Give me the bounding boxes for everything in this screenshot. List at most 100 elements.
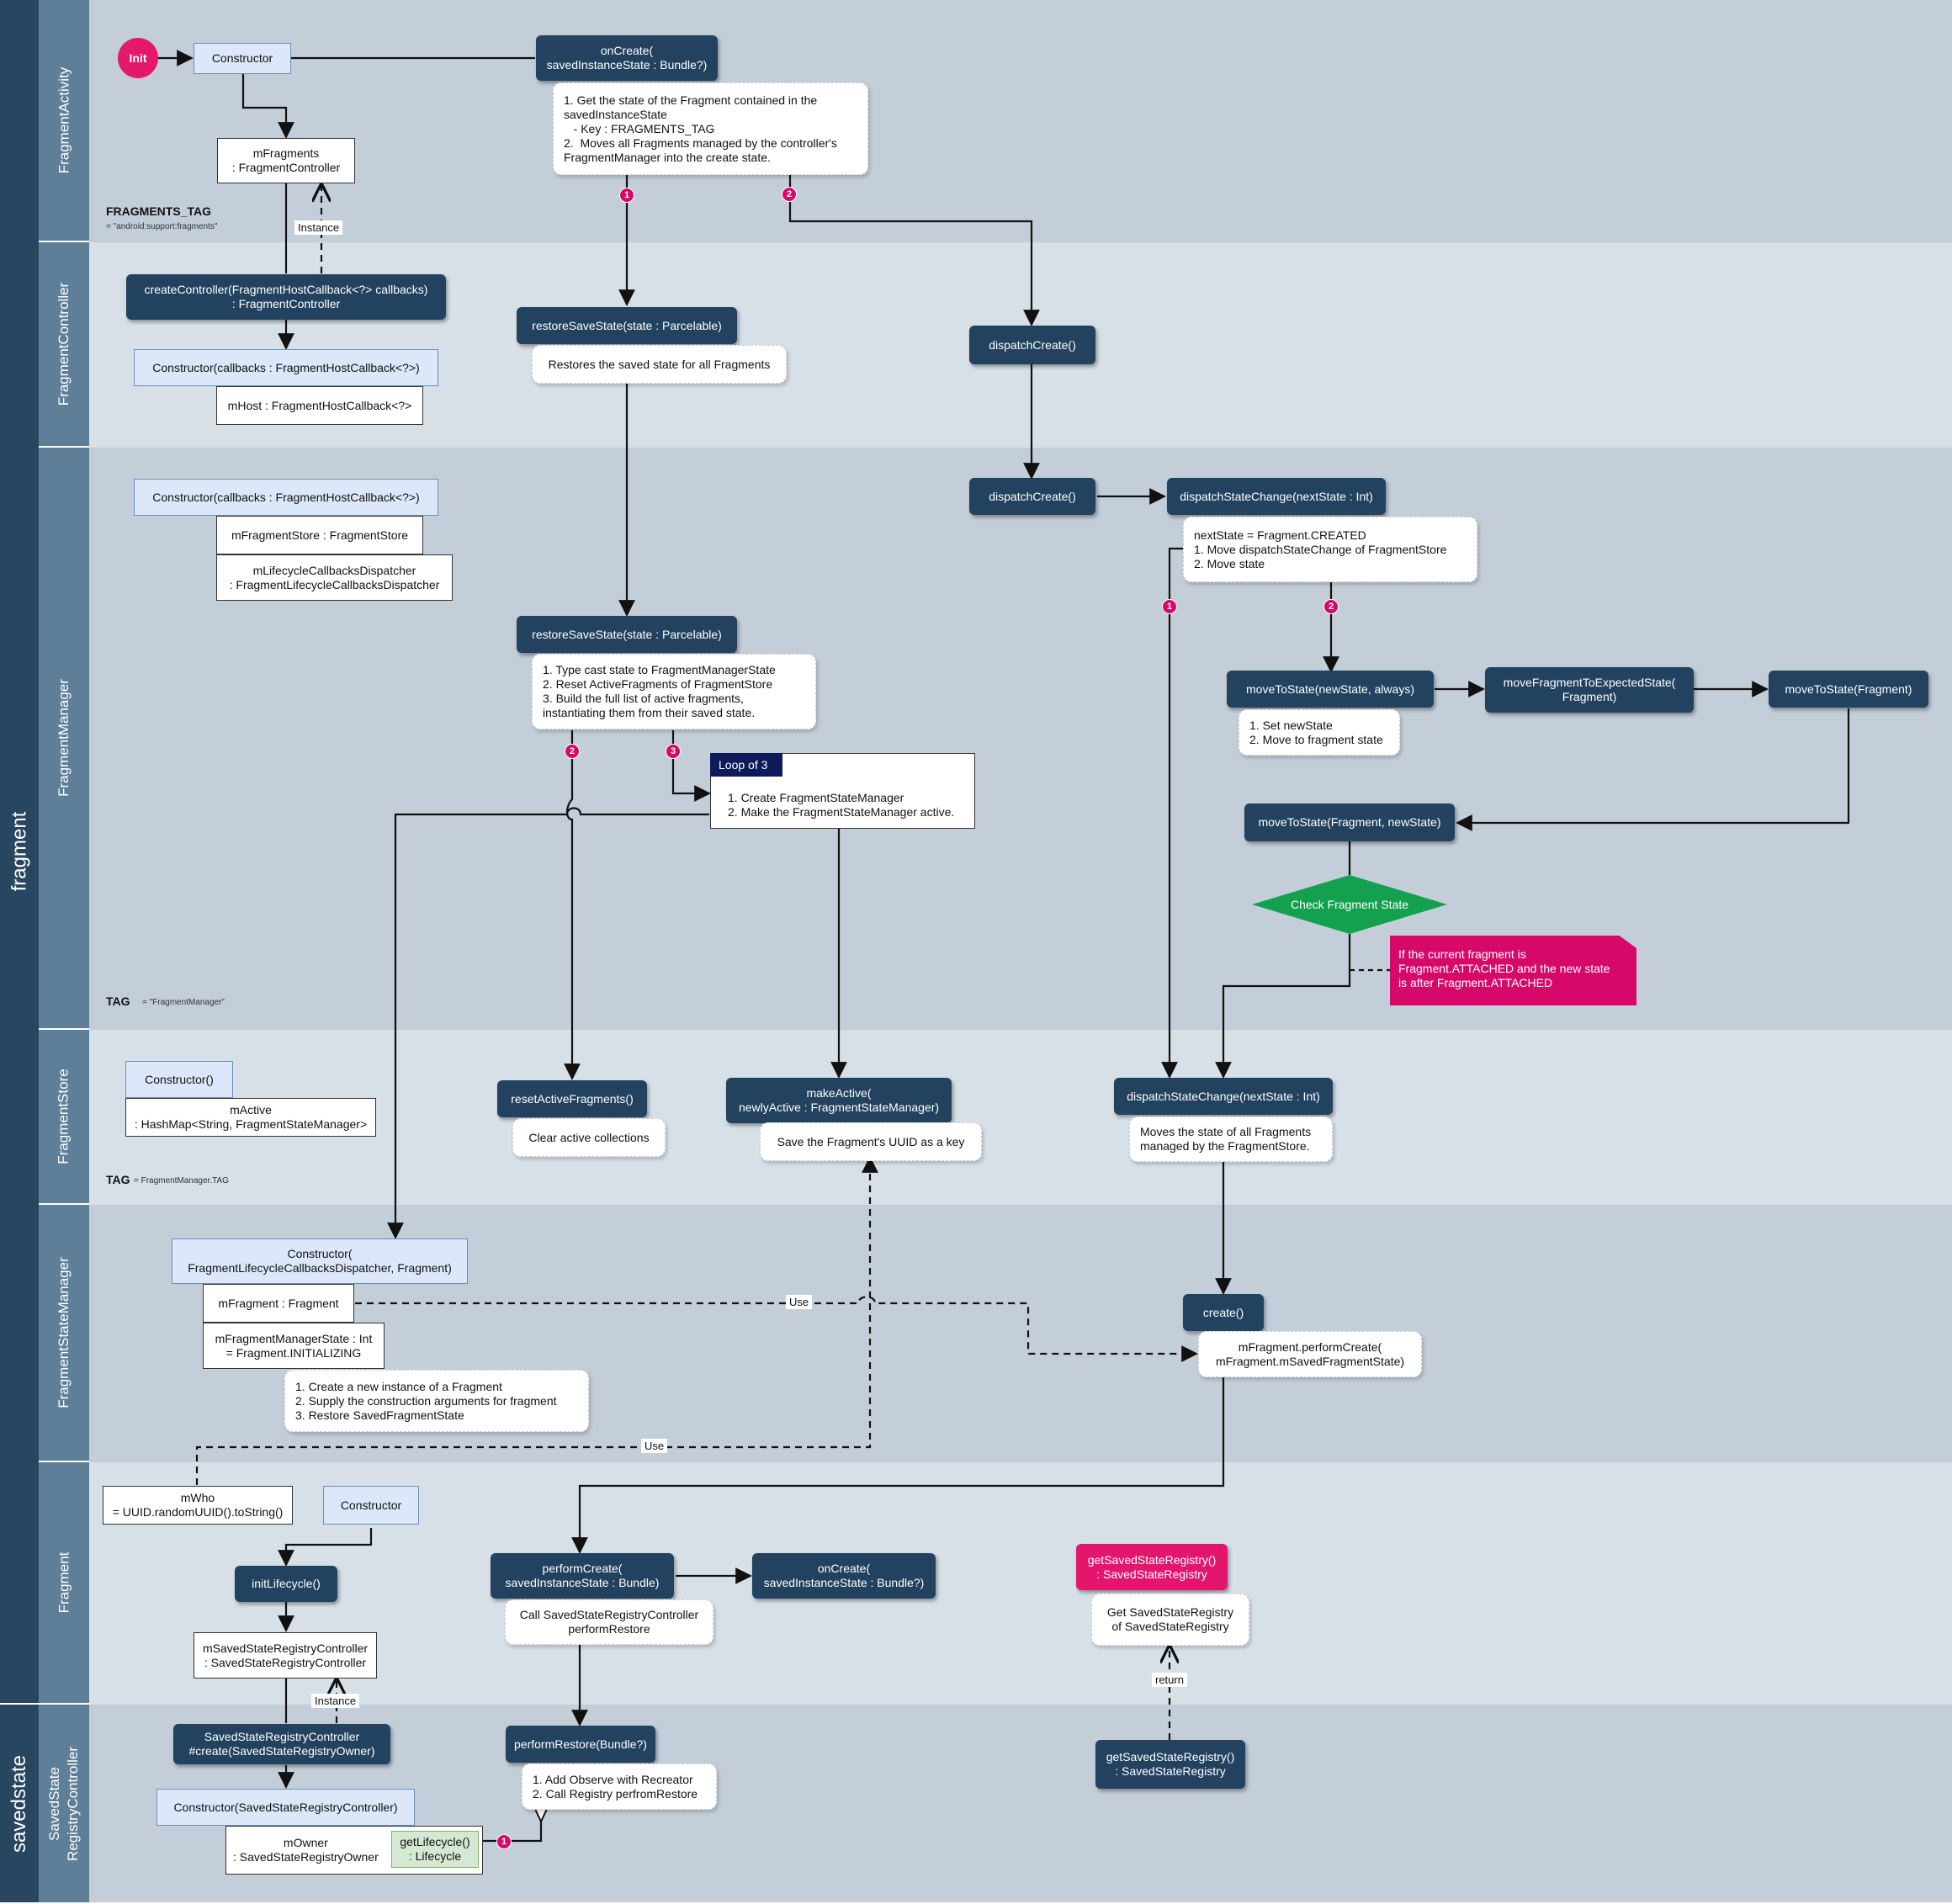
manager-constructor[interactable]: Constructor(callbacks : FragmentHostCall… bbox=[134, 479, 438, 516]
activity-m-fragments-label: mFragments : FragmentController bbox=[231, 146, 341, 174]
badge-activity-2: 2 bbox=[782, 187, 797, 202]
manager-dispatch-note: nextState = Fragment.CREATED 1. Move dis… bbox=[1183, 517, 1477, 582]
state-manager-constructor[interactable]: Constructor( FragmentLifecycleCallbacksD… bbox=[172, 1238, 468, 1284]
manager-m-fragment-store-label: mFragmentStore : FragmentStore bbox=[231, 528, 409, 542]
store-tag-title: TAG bbox=[106, 1173, 130, 1186]
store-dispatch-state-change-label: dispatchStateChange(nextState : Int) bbox=[1127, 1089, 1320, 1103]
state-manager-create[interactable]: create() bbox=[1183, 1294, 1264, 1331]
store-reset-note: Clear active collections bbox=[512, 1118, 666, 1157]
activity-constructor[interactable]: Constructor bbox=[194, 43, 291, 74]
group-savedstate: savedstate bbox=[0, 1705, 39, 1904]
fragment-perform-create[interactable]: performCreate( savedInstanceState : Bund… bbox=[491, 1553, 674, 1599]
saved-controller-create[interactable]: SavedStateRegistryController #create(Sav… bbox=[173, 1724, 390, 1764]
fragment-m-saved-controller: mSavedStateRegistryController : SavedSta… bbox=[194, 1632, 377, 1679]
saved-controller-constructor[interactable]: Constructor(SavedStateRegistryController… bbox=[156, 1789, 415, 1826]
lane-saved-state-controller: SavedState RegistryController bbox=[39, 1705, 89, 1904]
fragment-constructor-label: Constructor bbox=[340, 1498, 402, 1512]
badge-manager-2: 2 bbox=[565, 744, 580, 759]
fragment-get-registry[interactable]: getSavedStateRegistry() : SavedStateRegi… bbox=[1076, 1544, 1228, 1590]
badge-lifecycle-1: 1 bbox=[496, 1834, 512, 1849]
manager-move-to-state-fragment[interactable]: moveToState(Fragment) bbox=[1769, 671, 1928, 708]
state-manager-m-state: mFragmentManagerState : Int = Fragment.I… bbox=[203, 1323, 385, 1369]
manager-flag-note: If the current fragment is Fragment.ATTA… bbox=[1390, 936, 1636, 1005]
store-constructor[interactable]: Constructor() bbox=[125, 1061, 233, 1098]
edge-label-use-2: Use bbox=[641, 1439, 668, 1453]
fragment-perform-create-note-text: Call SavedStateRegistryController perfor… bbox=[519, 1608, 699, 1636]
manager-constructor-label: Constructor(callbacks : FragmentHostCall… bbox=[152, 490, 420, 504]
badge-dispatch-2: 2 bbox=[1323, 599, 1339, 614]
saved-controller-perform-restore[interactable]: performRestore(Bundle?) bbox=[506, 1726, 655, 1763]
manager-loop-tag: Loop of 3 bbox=[710, 753, 782, 777]
manager-move-expected[interactable]: moveFragmentToExpectedState( Fragment) bbox=[1485, 667, 1694, 713]
edge-note-storedispatch bbox=[1161, 547, 1183, 1079]
manager-move-to-state-new[interactable]: moveToState(Fragment, newState) bbox=[1244, 803, 1455, 841]
edge-movefragment-newstate bbox=[1456, 708, 1850, 831]
edge-label-return: return bbox=[1152, 1673, 1187, 1687]
state-manager-create-note-text: mFragment.performCreate( mFragment.mSave… bbox=[1215, 1339, 1405, 1368]
fragment-get-registry-note-text: Get SavedStateRegistry of SavedStateRegi… bbox=[1106, 1605, 1234, 1633]
edge-create-performcreate bbox=[571, 1368, 1225, 1554]
manager-dispatch-state-change[interactable]: dispatchStateChange(nextState : Int) bbox=[1167, 478, 1386, 515]
manager-tag-title: TAG bbox=[106, 994, 130, 1008]
manager-restore-save-state-label: restoreSaveState(state : Parcelable) bbox=[532, 627, 722, 641]
fragment-constructor[interactable]: Constructor bbox=[323, 1486, 419, 1525]
check-state-diamond bbox=[1252, 875, 1447, 934]
edge-lifecycle-restore bbox=[482, 1822, 543, 1843]
manager-move-note-text: 1. Set newState 2. Move to fragment stat… bbox=[1249, 718, 1383, 746]
controller-create-controller-label: createController(FragmentHostCallback<?>… bbox=[144, 283, 428, 310]
saved-controller-get-lifecycle-label: getLifecycle() : Lifecycle bbox=[400, 1835, 470, 1863]
store-reset-note-text: Clear active collections bbox=[528, 1130, 650, 1144]
manager-move-to-state-always[interactable]: moveToState(newState, always) bbox=[1227, 671, 1434, 708]
manager-dispatch-create[interactable]: dispatchCreate() bbox=[969, 478, 1095, 515]
manager-tag-value: = "FragmentManager" bbox=[142, 998, 225, 1007]
store-dispatch-note: Moves the state of all Fragments managed… bbox=[1129, 1116, 1333, 1162]
fragment-on-create[interactable]: onCreate( savedInstanceState : Bundle?) bbox=[752, 1553, 936, 1599]
saved-controller-get-registry[interactable]: getSavedStateRegistry() : SavedStateRegi… bbox=[1095, 1740, 1245, 1789]
controller-m-host: mHost : FragmentHostCallback<?> bbox=[216, 386, 423, 425]
saved-controller-get-lifecycle[interactable]: getLifecycle() : Lifecycle bbox=[391, 1831, 479, 1868]
lane-fragment-manager: FragmentManager bbox=[39, 448, 89, 1030]
fragment-m-saved-controller-label: mSavedStateRegistryController : SavedSta… bbox=[202, 1641, 369, 1669]
edge-use-statemanager bbox=[355, 1296, 1198, 1362]
manager-move-to-state-fragment-label: moveToState(Fragment) bbox=[1785, 682, 1912, 696]
store-m-active-label: mActive : HashMap<String, FragmentStateM… bbox=[134, 1103, 368, 1131]
controller-constructor[interactable]: Constructor(callbacks : FragmentHostCall… bbox=[134, 349, 438, 386]
store-dispatch-note-text: Moves the state of all Fragments managed… bbox=[1140, 1125, 1312, 1153]
fragment-perform-create-label: performCreate( savedInstanceState : Bund… bbox=[505, 1562, 660, 1589]
saved-controller-perform-restore-label: performRestore(Bundle?) bbox=[514, 1737, 647, 1751]
fragment-get-registry-note: Get SavedStateRegistry of SavedStateRegi… bbox=[1091, 1594, 1249, 1646]
state-manager-create-label: create() bbox=[1202, 1305, 1244, 1319]
saved-controller-constructor-label: Constructor(SavedStateRegistryController… bbox=[173, 1800, 398, 1814]
edge-check-storedispatch bbox=[1215, 934, 1351, 1079]
saved-controller-m-owner-label: mOwner : SavedStateRegistryOwner bbox=[233, 1836, 379, 1864]
edge-label-use-1: Use bbox=[786, 1295, 813, 1309]
saved-controller-perform-restore-note-text: 1. Add Observe with Recreator 2. Call Re… bbox=[533, 1772, 698, 1801]
manager-dispatch-note-text: nextState = Fragment.CREATED 1. Move dis… bbox=[1194, 528, 1447, 570]
controller-dispatch-create[interactable]: dispatchCreate() bbox=[969, 326, 1095, 364]
controller-restore-save-state[interactable]: restoreSaveState(state : Parcelable) bbox=[517, 307, 737, 344]
manager-restore-save-state[interactable]: restoreSaveState(state : Parcelable) bbox=[517, 616, 737, 653]
store-make-active[interactable]: makeActive( newlyActive : FragmentStateM… bbox=[726, 1078, 952, 1123]
store-dispatch-state-change[interactable]: dispatchStateChange(nextState : Int) bbox=[1114, 1078, 1333, 1115]
controller-constructor-label: Constructor(callbacks : FragmentHostCall… bbox=[152, 360, 420, 374]
state-manager-constructor-label: Constructor( FragmentLifecycleCallbacksD… bbox=[188, 1247, 452, 1275]
controller-create-controller[interactable]: createController(FragmentHostCallback<?>… bbox=[126, 274, 446, 320]
activity-constructor-label: Constructor bbox=[211, 51, 273, 65]
lane-fragment-store: FragmentStore bbox=[39, 1030, 89, 1205]
controller-restore-save-state-label: restoreSaveState(state : Parcelable) bbox=[532, 318, 722, 332]
manager-move-note: 1. Set newState 2. Move to fragment stat… bbox=[1239, 709, 1400, 756]
fragment-init-lifecycle[interactable]: initLifecycle() bbox=[235, 1566, 337, 1602]
store-tag-value: = FragmentManager.TAG bbox=[134, 1176, 229, 1185]
activity-on-create-note: 1. Get the state of the Fragment contain… bbox=[553, 82, 868, 175]
state-manager-constructor-note: 1. Create a new instance of a Fragment 2… bbox=[284, 1370, 589, 1432]
badge-dispatch-1: 1 bbox=[1162, 599, 1177, 614]
fragment-on-create-label: onCreate( savedInstanceState : Bundle?) bbox=[763, 1562, 925, 1589]
edge-note3-loop bbox=[671, 730, 711, 802]
manager-move-to-state-always-label: moveToState(newState, always) bbox=[1246, 682, 1414, 696]
store-reset-active[interactable]: resetActiveFragments() bbox=[497, 1080, 647, 1117]
store-make-active-note: Save the Fragment's UUID as a key bbox=[760, 1122, 982, 1161]
fragment-m-who-label: mWho = UUID.randomUUID().toString() bbox=[112, 1491, 284, 1519]
store-make-active-note-text: Save the Fragment's UUID as a key bbox=[777, 1134, 965, 1148]
activity-on-create[interactable]: onCreate( savedInstanceState : Bundle?) bbox=[536, 35, 718, 81]
